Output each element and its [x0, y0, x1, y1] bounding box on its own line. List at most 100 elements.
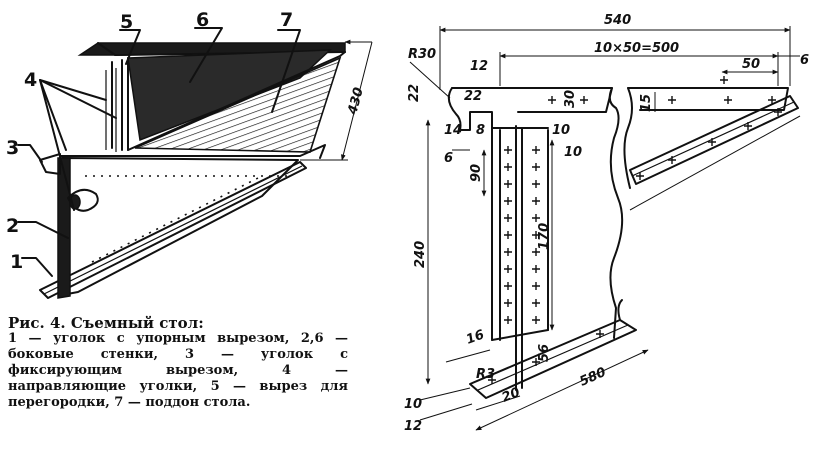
dim-20-line: [475, 395, 521, 411]
post-bottom: [491, 329, 549, 341]
leader-2: [17, 221, 69, 239]
hole-mark: [548, 96, 556, 104]
dim-240: 240: [413, 241, 428, 268]
dimensioned-drawing: 540 10×50=500 6 50 R30 12 22 22 14 8 30 …: [404, 13, 809, 434]
dim-16-line: [445, 349, 491, 363]
dim-56: 56: [537, 344, 552, 362]
leader-6: [189, 27, 223, 83]
hole-mark: [504, 180, 512, 188]
dim-22-left: 22: [407, 84, 422, 102]
dim-580-line: [475, 349, 649, 431]
callout-2: 2: [6, 215, 19, 237]
hole-mark: [504, 197, 512, 205]
leader-4a: [39, 79, 107, 101]
hole-mark: [596, 330, 604, 338]
upper-rail: [629, 95, 799, 185]
fixing-angle-3: [39, 153, 61, 175]
bar-break: [608, 87, 624, 339]
lower-rail-break: [617, 299, 623, 321]
dim-10-c: 10: [404, 397, 422, 412]
dim-50: 50: [742, 57, 760, 72]
upper-rail-ext: [629, 115, 801, 211]
top-bar-right: [627, 87, 789, 111]
dim-430: 430: [345, 86, 367, 117]
hole-mark: [668, 96, 676, 104]
hole-mark: [532, 197, 540, 205]
dim-15: 15: [639, 94, 654, 112]
dim-20: 20: [500, 385, 522, 406]
dim-R30-leader: [409, 61, 451, 99]
hole-mark: [504, 163, 512, 171]
leader-1: [21, 257, 53, 277]
hole-mark: [532, 214, 540, 222]
hole-mark: [488, 376, 496, 384]
hole-marks: [488, 76, 782, 384]
caption-body: 1 — уголок с упорным вырезом, 2,6 — боко…: [8, 331, 348, 410]
dim-10-b: 10: [564, 145, 582, 160]
hole-mark: [580, 96, 588, 104]
callout-6: 6: [196, 9, 209, 31]
dim-6-b: 6: [444, 151, 453, 166]
hole-mark: [744, 122, 752, 130]
hole-mark: [720, 76, 728, 84]
hole-mark: [724, 96, 732, 104]
hole-mark: [504, 316, 512, 324]
caption-title: Рис. 4. Съемный стол:: [8, 314, 204, 332]
stop-angle-1-lip: [43, 165, 303, 295]
hole-mark: [532, 248, 540, 256]
right-break: [623, 87, 633, 189]
dim-90: 90: [469, 164, 484, 182]
leader-4d: [39, 79, 75, 211]
hole-mark: [668, 156, 676, 164]
dim-430-line: [300, 42, 373, 160]
callout-1: 1: [10, 251, 23, 273]
hole-mark: [532, 265, 540, 273]
dim-12-top: 12: [470, 59, 488, 74]
hole-mark: [504, 214, 512, 222]
upper-rail-inner: [631, 101, 795, 177]
dim-22-corner: 22: [464, 89, 482, 104]
dim-R3: R3: [476, 367, 495, 382]
side-wall-2-dots: [91, 175, 263, 263]
callout-7: 7: [280, 9, 293, 31]
dim-540: 540: [604, 13, 631, 28]
dim-170: 170: [537, 223, 552, 250]
hole-mark: [504, 299, 512, 307]
guide-rails-4: [105, 68, 117, 152]
back-strip: [57, 157, 71, 299]
dim-12-b: 12: [404, 419, 422, 434]
hole-mark: [532, 299, 540, 307]
dim-6-top-label: 6: [800, 53, 809, 68]
leader-3: [17, 144, 43, 163]
callout-4: 4: [24, 69, 37, 91]
dim-10x50: 10×50=500: [594, 41, 679, 56]
table-tray-7: [134, 56, 342, 153]
dim-580: 580: [578, 365, 609, 390]
hole-mark: [532, 316, 540, 324]
leader-7: [271, 29, 301, 113]
partition-cutout-5: [111, 57, 129, 151]
hole-mark: [504, 146, 512, 154]
hole-mark: [532, 282, 540, 290]
hole-mark: [768, 96, 776, 104]
dim-16: 16: [464, 327, 486, 347]
hole-mark: [532, 358, 540, 366]
leader-4b: [39, 79, 117, 119]
hole-mark: [504, 231, 512, 239]
dim-30: 30: [563, 90, 578, 108]
hole-mark: [636, 172, 644, 180]
frame-bottom: [59, 144, 326, 159]
leader-4c: [39, 79, 67, 151]
vertical-post: [491, 125, 549, 341]
callout-5: 5: [120, 11, 133, 33]
ext-lines-top: [439, 26, 791, 90]
dim-10-a: 10: [552, 123, 570, 138]
stop-angle-1: [39, 161, 307, 299]
dim-10-12-lines: [419, 387, 473, 421]
hole-mark: [532, 180, 540, 188]
hole-mark: [504, 248, 512, 256]
dim-14: 14: [444, 123, 462, 138]
hole-mark: [532, 146, 540, 154]
